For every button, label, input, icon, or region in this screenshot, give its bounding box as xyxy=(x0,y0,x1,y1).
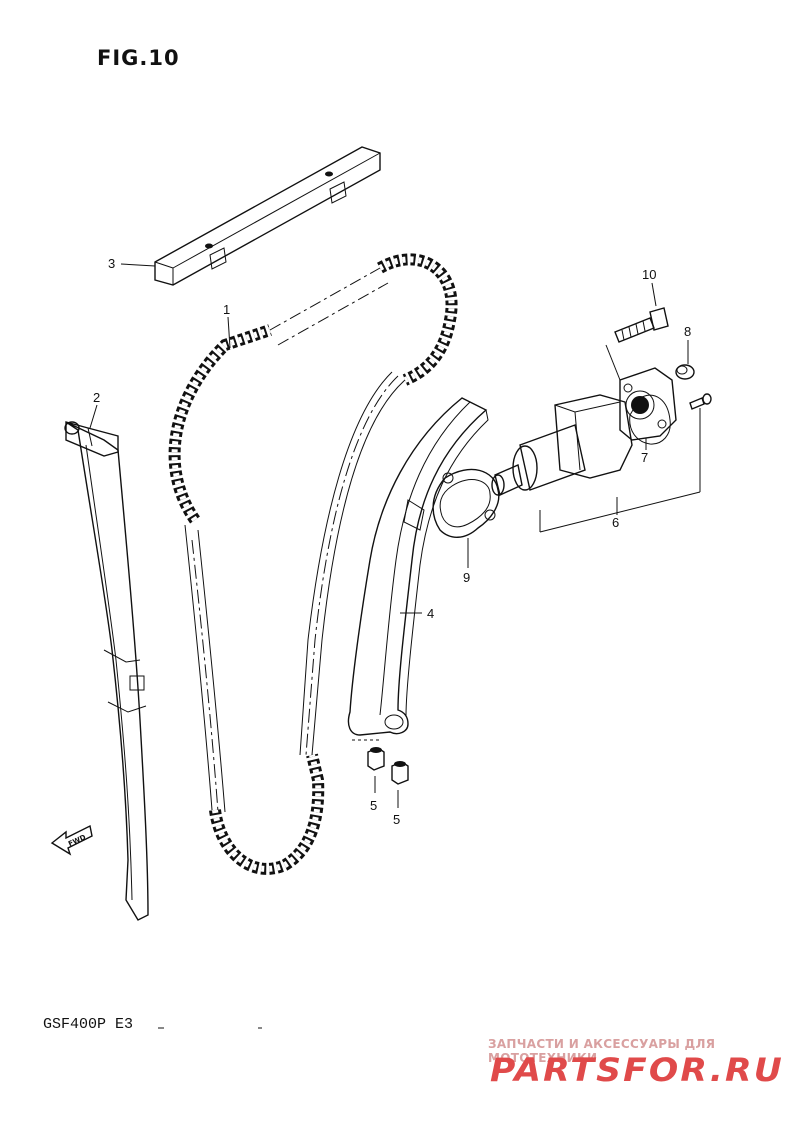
callout-4: 4 xyxy=(427,606,434,621)
callout-3: 3 xyxy=(108,256,115,271)
small-screw xyxy=(689,393,712,410)
part-7-gasket xyxy=(605,344,671,445)
callout-labels: 3 1 2 4 5 5 6 7 8 9 10 xyxy=(93,256,691,827)
callout-5a: 5 xyxy=(370,798,377,813)
part-2-tension-blade xyxy=(64,421,149,921)
callout-6: 6 xyxy=(612,515,619,530)
watermark-tagline: ЗАПЧАСТИ И АКСЕССУАРЫ ДЛЯ МОТОТЕХНИКИ xyxy=(488,1037,716,1065)
part-10-bolt xyxy=(614,307,669,343)
callout-7: 7 xyxy=(641,450,648,465)
callout-1: 1 xyxy=(223,302,230,317)
fwd-direction-marker: FWD xyxy=(50,824,93,856)
callout-8: 8 xyxy=(684,324,691,339)
figure-title: FIG.10 xyxy=(97,46,180,70)
part-5-pins xyxy=(367,747,409,785)
watermark-logo-text: PARTSFOR.RU xyxy=(490,1051,784,1089)
model-code: GSF400P E3 xyxy=(43,1016,134,1033)
part-3-upper-guide xyxy=(154,146,381,286)
part-6-tensioner-assembly xyxy=(491,367,701,533)
callout-5b: 5 xyxy=(393,812,400,827)
callout-2: 2 xyxy=(93,390,100,405)
part-9-gasket xyxy=(432,468,500,538)
part-4-chain-guide xyxy=(347,397,489,741)
part-8-cap xyxy=(675,364,695,380)
part-1-cam-chain xyxy=(168,253,458,875)
callout-10: 10 xyxy=(642,267,656,282)
watermark-logo: PARTSFOR.RU xyxy=(490,1051,784,1089)
callout-9: 9 xyxy=(463,570,470,585)
leader-lines xyxy=(89,263,689,808)
